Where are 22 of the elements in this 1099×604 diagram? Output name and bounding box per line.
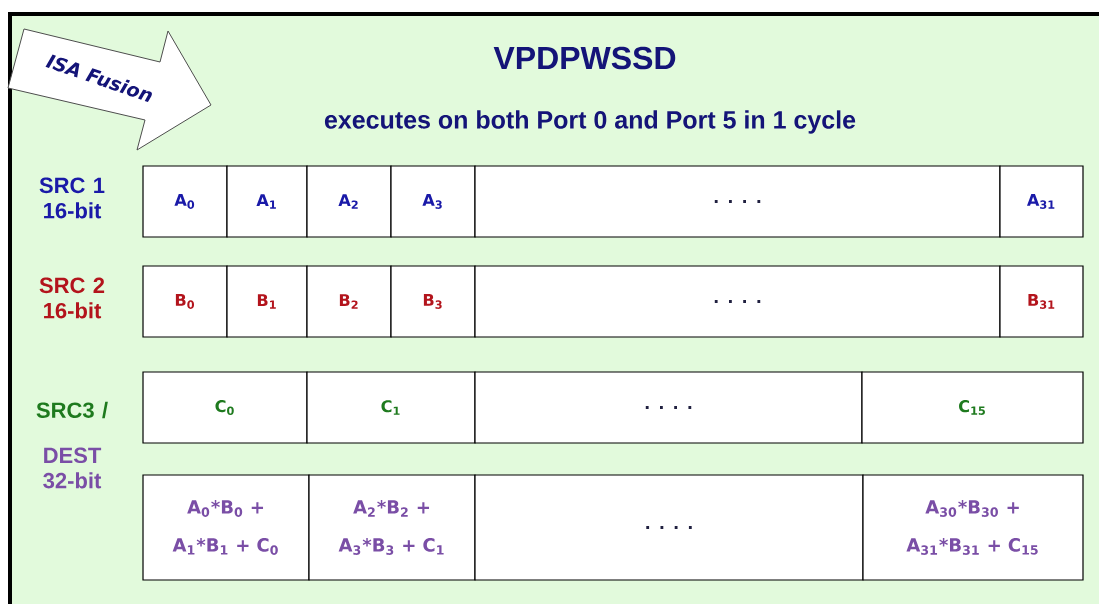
register-cell: C$_{15}$ xyxy=(861,371,1084,444)
formula-cell: A$_{2}$*B$_{2}$ + A$_{3}$*B$_{3}$ + C$_{1}$ xyxy=(308,474,476,581)
register-cell: A$_{3}$ xyxy=(390,165,476,238)
row-label: SRC3 / xyxy=(36,401,108,419)
register-cell: C$_{1}$ xyxy=(306,371,476,444)
register-cell: B$_{2}$ xyxy=(306,265,392,338)
title: VPDPWSSD xyxy=(493,46,676,70)
register-cell: A$_{1}$ xyxy=(226,165,308,238)
row-label: SRC 1 16-bit xyxy=(39,177,105,219)
register-cell: A$_{31}$ xyxy=(999,165,1084,238)
register-cell: A$_{2}$ xyxy=(306,165,392,238)
subtitle: executes on both Port 0 and Port 5 in 1 cycle xyxy=(324,110,856,134)
register-cell: C$_{0}$ xyxy=(142,371,308,444)
row-label: SRC 2 16-bit xyxy=(39,277,105,319)
register-cell: B$_{31}$ xyxy=(999,265,1084,338)
register-cell: B$_{1}$ xyxy=(226,265,308,338)
register-cell: A$_{0}$ xyxy=(142,165,228,238)
register-cell: B$_{3}$ xyxy=(390,265,476,338)
row-label: DEST 32-bit xyxy=(43,447,102,489)
register-cell: B$_{0}$ xyxy=(142,265,228,338)
formula-cell: A$_{30}$*B$_{30}$ + A$_{31}$*B$_{31}$ + C$_{15}$ xyxy=(862,474,1084,581)
formula-cell: A$_{0}$*B$_{0}$ + A$_{1}$*B$_{1}$ + C$_{0}$ xyxy=(142,474,310,581)
